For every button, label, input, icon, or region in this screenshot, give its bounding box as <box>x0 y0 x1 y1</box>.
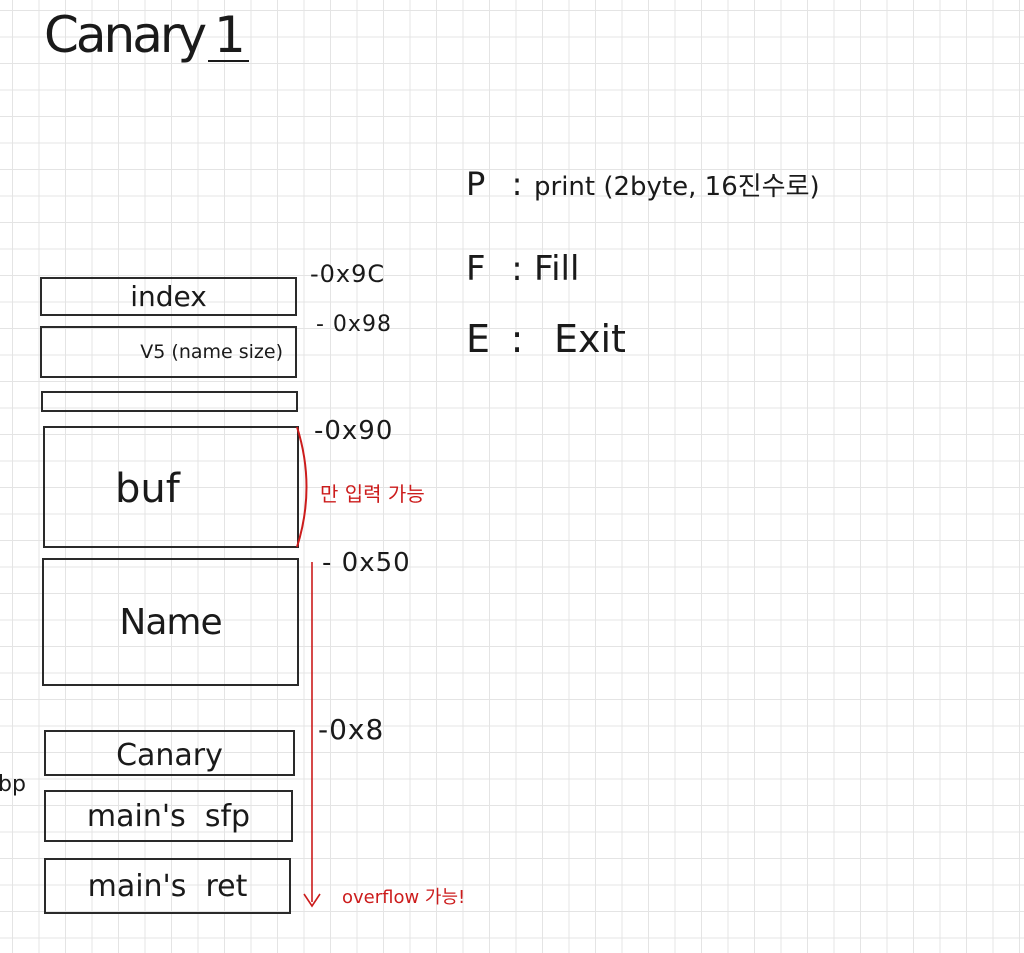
stack-block-label: index <box>130 280 207 313</box>
legend-text-exit: Exit <box>554 317 626 361</box>
offset-label: -0x8 <box>318 713 385 746</box>
overflow-arrow-head <box>303 893 321 908</box>
stack-block-label: V5 (name size) <box>140 341 283 363</box>
stack-block-padding <box>41 391 298 412</box>
stack-block-label: buf <box>115 466 180 512</box>
legend-row-exit: E : Exit <box>466 320 626 358</box>
stack-block-sfp: main's sfp <box>44 790 293 842</box>
offset-label: -0x9C <box>310 260 386 288</box>
legend-sep-exit: : <box>510 317 524 361</box>
legend-row-print: P : print (2byte, 16진수로) <box>466 168 820 200</box>
stack-block-label: Canary <box>116 737 223 773</box>
title-text: Canary <box>44 6 207 64</box>
legend-key-fill: F <box>466 249 486 289</box>
legend-text-print: print (2byte, 16진수로) <box>534 172 820 202</box>
buf-bracket <box>296 426 308 548</box>
title-number: 1 <box>208 10 249 62</box>
legend-row-fill: F : Fill <box>466 252 579 286</box>
stack-block-buf: buf <box>43 426 299 548</box>
stack-block-v5: V5 (name size) <box>40 326 297 378</box>
stack-block-name: Name <box>42 558 299 686</box>
overflow-note: overflow 가능! <box>342 887 466 908</box>
stack-block-index: index <box>40 277 297 316</box>
offset-label: - 0x98 <box>316 312 392 337</box>
stack-block-canary: Canary <box>44 730 295 776</box>
legend-key-print: P <box>466 165 486 203</box>
stack-block-label: Name <box>119 601 222 643</box>
stack-block-ret: main's ret <box>44 858 291 914</box>
offset-label: -0x90 <box>314 416 394 446</box>
legend-sep-print: : <box>511 165 523 203</box>
legend-sep-fill: : <box>511 249 523 289</box>
base-pointer-label: bp <box>0 772 26 797</box>
legend-text-fill: Fill <box>534 249 580 289</box>
buf-input-note: 만 입력 가능 <box>320 482 425 506</box>
stack-block-label: main's sfp <box>86 798 251 834</box>
offset-label: - 0x50 <box>322 548 411 578</box>
legend-key-exit: E <box>466 317 491 361</box>
stack-block-label: main's ret <box>87 868 248 904</box>
